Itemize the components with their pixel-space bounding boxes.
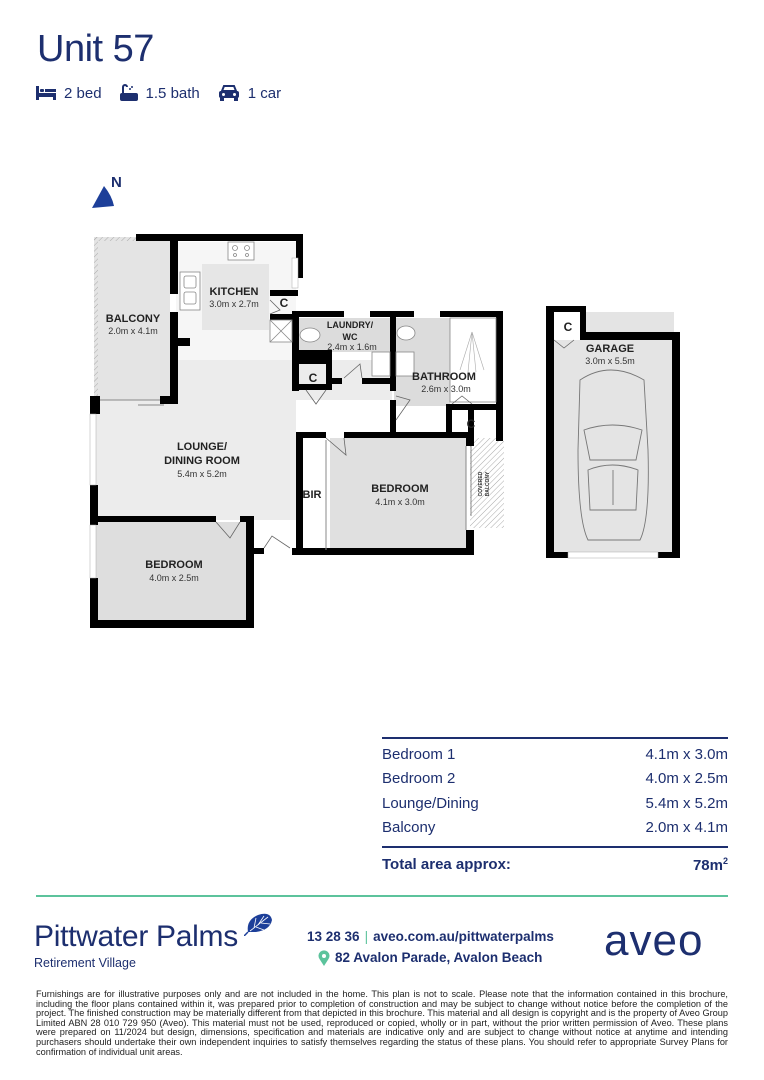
bed-icon xyxy=(36,86,56,100)
feature-bed-label: 2 bed xyxy=(64,84,102,102)
room-size-kitchen: 3.0m x 2.7m xyxy=(209,299,259,309)
summary-label: Lounge/Dining xyxy=(382,794,479,812)
total-area-row: Total area approx: 78m2 xyxy=(382,848,728,874)
room-name-bedroom-1: BEDROOM xyxy=(371,483,428,495)
cupboard-label: C xyxy=(280,296,289,310)
aveo-logo: aveo xyxy=(604,916,704,965)
feature-bath-label: 1.5 bath xyxy=(145,84,200,102)
summary-row: Bedroom 2 4.0m x 2.5m xyxy=(382,767,728,792)
room-name-laundry: LAUNDRY/ xyxy=(327,320,374,330)
address-line: 82 Avalon Parade, Avalon Beach xyxy=(307,947,554,968)
car-drawing xyxy=(577,369,649,541)
car-icon xyxy=(218,85,239,101)
contact-info: 13 28 36 | aveo.com.au/pittwaterpalms 82… xyxy=(307,926,554,968)
feature-bed: 2 bed xyxy=(36,85,102,102)
summary-value: 5.4m x 5.2m xyxy=(645,794,728,812)
summary-value: 4.0m x 2.5m xyxy=(645,770,728,788)
room-name-lounge: LOUNGE/ xyxy=(177,441,227,453)
location-pin-icon xyxy=(318,949,330,966)
summary-row: Lounge/Dining 5.4m x 5.2m xyxy=(382,791,728,816)
palm-leaf-icon xyxy=(244,913,272,936)
room-size-lounge: 5.4m x 5.2m xyxy=(177,469,227,479)
cupboard-label: C xyxy=(309,371,318,385)
disclaimer-text: Furnishings are for illustrative purpose… xyxy=(36,989,728,1057)
summary-row: Balcony 2.0m x 4.1m xyxy=(382,816,728,841)
contact-line: 13 28 36 | aveo.com.au/pittwaterpalms xyxy=(307,926,554,947)
unit-features: 2 bed 1.5 bath 1 car xyxy=(36,84,281,102)
room-size-bedroom-2: 4.0m x 2.5m xyxy=(149,573,199,583)
room-name-kitchen: KITCHEN xyxy=(210,286,259,298)
floor-plan: N xyxy=(89,174,680,628)
summary-value: 2.0m x 4.1m xyxy=(645,819,728,837)
north-compass-icon: N xyxy=(92,174,122,208)
room-size-bathroom: 2.6m x 3.0m xyxy=(421,384,471,394)
total-area-label: Total area approx: xyxy=(382,856,511,873)
cupboard-label: C xyxy=(467,417,476,431)
phone-number[interactable]: 13 28 36 xyxy=(307,929,360,944)
footer-divider xyxy=(36,895,728,897)
cupboard-label: C xyxy=(564,320,573,334)
covered-balcony-label: COVERED xyxy=(478,471,484,496)
summary-value: 4.1m x 3.0m xyxy=(645,745,728,763)
covered-balcony-label-2: BALCONY xyxy=(485,471,491,496)
room-name-laundry-2: WC xyxy=(343,332,358,342)
brand-subtitle: Retirement Village xyxy=(34,956,136,970)
room-name-lounge-2: DINING ROOM xyxy=(164,455,240,467)
divider xyxy=(382,846,728,848)
feature-bath: 1.5 bath xyxy=(119,84,200,102)
area-summary-table: Bedroom 1 4.1m x 3.0m Bedroom 2 4.0m x 2… xyxy=(382,737,728,874)
room-name-bedroom-2: BEDROOM xyxy=(145,559,202,571)
compass-label: N xyxy=(111,174,122,191)
summary-label: Balcony xyxy=(382,819,436,837)
room-size-laundry: 2.4m x 1.6m xyxy=(327,342,377,352)
summary-row: Bedroom 1 4.1m x 3.0m xyxy=(382,742,728,767)
room-size-garage: 3.0m x 5.5m xyxy=(585,356,635,366)
summary-label: Bedroom 2 xyxy=(382,770,456,788)
brand-name: Pittwater Palms xyxy=(34,920,238,953)
separator: | xyxy=(364,929,369,944)
feature-car: 1 car xyxy=(218,85,281,102)
room-size-balcony: 2.0m x 4.1m xyxy=(108,326,158,336)
address: 82 Avalon Parade, Avalon Beach xyxy=(335,950,543,965)
page-title: Unit 57 xyxy=(37,28,154,70)
website-link[interactable]: aveo.com.au/pittwaterpalms xyxy=(373,929,554,944)
bath-icon xyxy=(119,84,138,101)
bir-label: BIR xyxy=(303,489,322,501)
room-name-balcony: BALCONY xyxy=(106,313,161,325)
summary-label: Bedroom 1 xyxy=(382,745,456,763)
divider xyxy=(382,737,728,739)
room-name-bathroom: BATHROOM xyxy=(412,371,476,383)
total-area-value: 78m2 xyxy=(692,856,728,874)
pittwater-palms-logo: Pittwater Palms Retirement Village xyxy=(34,913,272,970)
feature-car-label: 1 car xyxy=(247,84,282,102)
room-size-bedroom-1: 4.1m x 3.0m xyxy=(375,497,425,507)
room-name-garage: GARAGE xyxy=(586,343,634,355)
